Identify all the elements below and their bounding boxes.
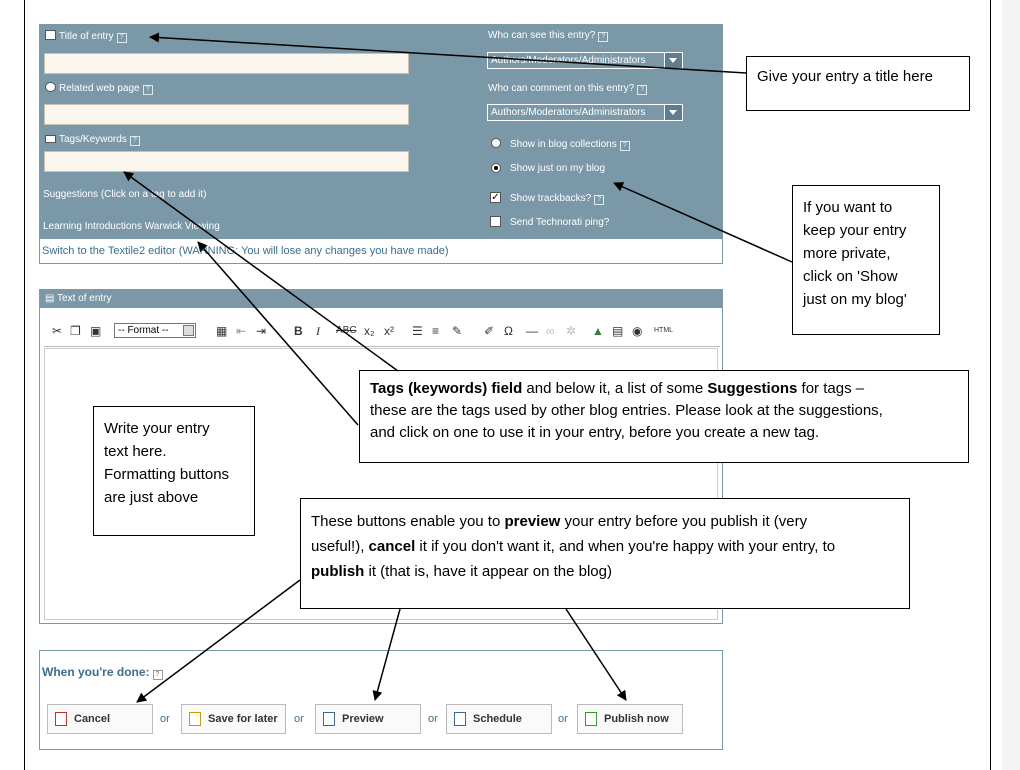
send-technorati-checkbox[interactable]: [490, 216, 501, 227]
bullet-list-icon[interactable]: ☰: [412, 324, 423, 338]
cancel-button[interactable]: Cancel: [47, 704, 153, 734]
who-see-select[interactable]: Authors/Moderators/Administrators: [487, 52, 683, 69]
callout-private: If you want to keep your entry more priv…: [792, 185, 940, 335]
suggested-tags-list[interactable]: Learning Introductions Warwick Viewing: [43, 221, 220, 232]
who-comment-label: Who can comment on this entry??: [488, 83, 648, 95]
publish-icon: [585, 712, 597, 726]
help-icon[interactable]: ?: [598, 32, 609, 42]
italic-icon[interactable]: I: [316, 324, 320, 338]
show-trackbacks-label: Show trackbacks??: [510, 193, 605, 205]
or-text: or: [558, 713, 568, 725]
help-icon[interactable]: ?: [142, 85, 153, 95]
arrow-to-tags-field: [123, 171, 399, 372]
help-icon[interactable]: ?: [637, 85, 648, 95]
strikethrough-icon[interactable]: ABC: [336, 325, 357, 336]
arrow-to-publish: [565, 608, 627, 701]
tags-input[interactable]: [44, 151, 409, 172]
show-in-collections-label: Show in blog collections?: [510, 139, 630, 151]
callout-tags: Tags (keywords) field and below it, a li…: [359, 370, 969, 463]
help-icon[interactable]: ?: [152, 670, 163, 680]
chevron-down-icon: [664, 105, 682, 120]
copy-icon[interactable]: ❐: [70, 324, 81, 338]
related-page-input[interactable]: [44, 104, 409, 125]
link-icon[interactable]: ∞: [546, 324, 555, 338]
show-just-my-blog-label: Show just on my blog: [510, 163, 606, 174]
callout-buttons: These buttons enable you to preview your…: [300, 498, 910, 609]
title-label: Title of entry?: [45, 30, 127, 43]
related-label: Related web page?: [45, 82, 153, 95]
media-icon[interactable]: ◉: [632, 324, 643, 338]
cancel-icon: [55, 712, 67, 726]
or-text: or: [428, 713, 438, 725]
help-icon[interactable]: ?: [594, 195, 605, 205]
show-trackbacks-checkbox[interactable]: ✓: [490, 192, 501, 203]
unlink-icon[interactable]: ✲: [566, 324, 577, 338]
suggestions-label: Suggestions (Click on a tag to add it): [43, 189, 207, 200]
page-left-border: [24, 0, 25, 770]
arrow-to-suggestions: [197, 241, 359, 426]
save-for-later-button[interactable]: Save for later: [181, 704, 286, 734]
bold-icon[interactable]: B: [294, 324, 303, 338]
document-icon: ▤: [45, 293, 58, 304]
or-text: or: [294, 713, 304, 725]
who-comment-select[interactable]: Authors/Moderators/Administrators: [487, 104, 683, 121]
who-see-label: Who can see this entry??: [488, 30, 609, 42]
entry-text-editor: ▤ Text of entry ✂ ❐ ▣ -- Format -- ▦ ⇤ ⇥…: [39, 289, 723, 624]
schedule-icon: [454, 712, 466, 726]
help-icon[interactable]: ?: [619, 141, 630, 151]
scrollbar[interactable]: [1002, 0, 1020, 770]
help-icon[interactable]: ?: [129, 136, 140, 146]
entry-text-area[interactable]: [44, 348, 718, 620]
or-text: or: [160, 713, 170, 725]
tag-icon: [45, 135, 56, 143]
globe-icon: [45, 82, 56, 92]
paste-word-icon[interactable]: ▦: [216, 324, 228, 338]
indent-icon[interactable]: ⇥: [256, 324, 267, 338]
edit-icon[interactable]: ✐: [484, 324, 495, 338]
callout-write: Write your entry text here. Formatting b…: [93, 406, 255, 536]
arrow-to-preview: [372, 608, 401, 701]
numbered-list-icon[interactable]: ≡: [432, 324, 440, 338]
arrow-to-show-just-blog: [613, 182, 793, 263]
document-icon: [45, 30, 56, 40]
horizontal-rule-icon[interactable]: —: [526, 324, 538, 338]
arrow-to-cancel: [136, 579, 301, 703]
formatting-toolbar: ✂ ❐ ▣ -- Format -- ▦ ⇤ ⇥ B I ABC x₂ x² ☰…: [44, 320, 720, 347]
cut-icon[interactable]: ✂: [52, 324, 63, 338]
paste-icon[interactable]: ▣: [90, 324, 102, 338]
preview-icon: [323, 712, 335, 726]
help-icon[interactable]: ?: [116, 33, 127, 43]
save-icon: [189, 712, 201, 726]
tags-label: Tags/Keywords?: [45, 134, 140, 146]
html-icon[interactable]: HTML: [654, 327, 674, 334]
special-character-icon[interactable]: Ω: [504, 324, 513, 338]
preview-button[interactable]: Preview: [315, 704, 421, 734]
format-select[interactable]: -- Format --: [114, 323, 196, 338]
callout-title: Give your entry a title here: [746, 56, 970, 111]
done-section: [39, 650, 723, 750]
arrow-to-title: [149, 32, 747, 74]
document-icon[interactable]: ▤: [612, 324, 624, 338]
outdent-icon[interactable]: ⇤: [236, 324, 247, 338]
subscript-icon[interactable]: x₂: [364, 324, 375, 338]
chevron-down-icon: [664, 53, 682, 68]
editor-header: ▤ Text of entry: [40, 290, 722, 308]
image-icon[interactable]: ▲: [592, 324, 604, 338]
spellcheck-icon[interactable]: ✎: [452, 324, 463, 338]
page-right-border: [990, 0, 991, 770]
done-title: When you're done:?: [42, 665, 163, 680]
superscript-icon[interactable]: x²: [384, 324, 394, 338]
title-input[interactable]: [44, 53, 409, 74]
panel-footer: [39, 238, 723, 264]
send-technorati-label: Send Technorati ping?: [510, 217, 610, 228]
show-just-my-blog-radio[interactable]: [491, 163, 501, 173]
show-in-collections-radio[interactable]: [491, 138, 501, 148]
switch-editor-link[interactable]: Switch to the Textile2 editor (WARNING: …: [42, 245, 449, 257]
chevron-down-icon: [183, 325, 194, 336]
schedule-button[interactable]: Schedule: [446, 704, 552, 734]
publish-now-button[interactable]: Publish now: [577, 704, 683, 734]
